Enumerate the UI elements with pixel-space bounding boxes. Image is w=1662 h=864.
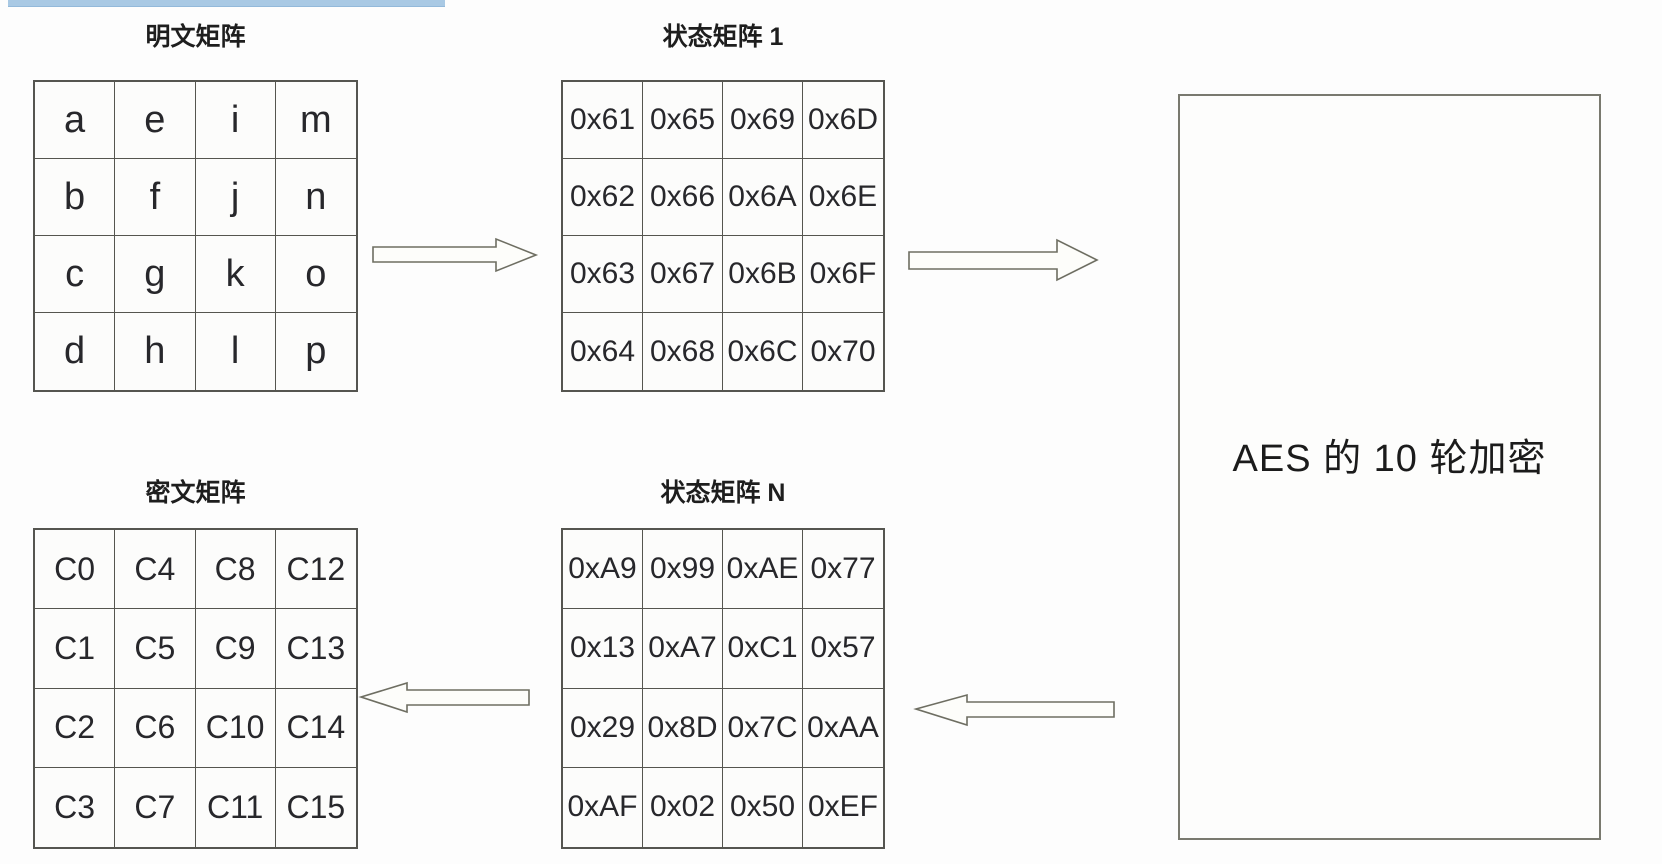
ciphertext-matrix: C0 C4 C8 C12 C1 C5 C9 C13 C2 C6 C10 C14 … <box>33 528 358 849</box>
matrix-cell: 0x68 <box>643 313 723 390</box>
matrix-cell: c <box>35 236 116 313</box>
arrow-plaintext-to-state1 <box>372 237 539 273</box>
matrix-cell: 0x29 <box>563 688 643 768</box>
ciphertext-matrix-title: 密文矩阵 <box>145 479 246 507</box>
matrix-cell: k <box>195 236 276 313</box>
matrix-cell: 0x6B <box>723 236 803 313</box>
matrix-cell: b <box>35 159 116 236</box>
matrix-cell: 0x6E <box>803 159 883 236</box>
matrix-cell: C7 <box>115 767 196 847</box>
plaintext-matrix: a e i m b f j n c g k o d h l p <box>33 80 358 392</box>
matrix-cell: 0x67 <box>643 236 723 313</box>
matrix-cell: 0x6F <box>803 236 883 313</box>
matrix-cell: 0x63 <box>563 236 643 313</box>
matrix-cell: l <box>196 313 276 390</box>
matrix-cell: o <box>275 236 356 313</box>
top-accent-line <box>8 0 445 7</box>
state-matrix-n: 0xA9 0x99 0xAE 0x77 0x13 0xA7 0xC1 0x57 … <box>561 528 885 849</box>
matrix-cell: C2 <box>35 688 116 768</box>
matrix-cell: 0x64 <box>563 313 643 390</box>
arrow-aes-to-state-n <box>913 693 1115 727</box>
matrix-cell: C15 <box>286 788 346 825</box>
matrix-cell: d <box>35 313 116 390</box>
matrix-cell: 0xA7 <box>643 609 723 689</box>
state-matrix-1: 0x61 0x65 0x69 0x6D 0x62 0x66 0x6A 0x6E … <box>561 80 885 392</box>
matrix-cell: 0xAE <box>723 530 803 610</box>
matrix-cell: C14 <box>275 689 356 768</box>
matrix-cell: C0 <box>35 530 116 610</box>
matrix-cell: 0x8D <box>643 688 723 768</box>
matrix-cell: m <box>275 82 356 159</box>
matrix-cell: 0x50 <box>723 767 803 847</box>
matrix-cell: C3 <box>35 767 116 847</box>
matrix-cell: 0x13 <box>563 609 643 689</box>
matrix-cell: 0x66 <box>643 159 723 236</box>
matrix-cell: C10 <box>195 688 276 768</box>
matrix-cell: C9 <box>195 609 276 689</box>
matrix-cell: 0x70 <box>810 334 876 368</box>
matrix-cell: 0x65 <box>643 82 723 159</box>
matrix-cell: 0xC1 <box>723 609 803 689</box>
matrix-cell: n <box>275 159 356 236</box>
matrix-cell: 0xEF <box>807 790 879 824</box>
matrix-cell: 0xA9 <box>563 530 643 610</box>
matrix-cell: C12 <box>275 530 356 610</box>
matrix-cell: g <box>115 236 196 313</box>
matrix-cell: 0x69 <box>723 82 803 159</box>
matrix-cell: C5 <box>115 609 196 689</box>
matrix-cell: 0x6C <box>723 313 803 390</box>
matrix-cell: 0xAA <box>803 689 883 768</box>
matrix-cell: a <box>35 82 116 159</box>
matrix-cell: 0x6A <box>723 159 803 236</box>
aes-rounds-box: AES 的 10 轮加密 <box>1178 94 1601 840</box>
matrix-cell: 0x6D <box>803 82 883 159</box>
arrow-state1-to-aes <box>908 238 1099 282</box>
matrix-cell: p <box>305 330 327 372</box>
aes-rounds-label: AES 的 10 轮加密 <box>1232 437 1547 480</box>
matrix-cell: 0x61 <box>563 82 643 159</box>
matrix-cell: 0x57 <box>803 609 883 689</box>
matrix-cell: 0x77 <box>803 530 883 610</box>
matrix-cell: 0x02 <box>643 767 723 847</box>
matrix-cell: f <box>115 159 196 236</box>
matrix-cell: C13 <box>275 609 356 689</box>
matrix-cell: C4 <box>115 530 196 610</box>
matrix-cell: 0x99 <box>643 530 723 610</box>
matrix-cell: e <box>115 82 196 159</box>
matrix-cell: 0x7C <box>723 688 803 768</box>
state-matrix-1-title: 状态矩阵 1 <box>662 23 784 51</box>
matrix-cell: C6 <box>115 688 196 768</box>
matrix-cell: C8 <box>195 530 276 610</box>
matrix-cell: h <box>115 313 196 390</box>
matrix-cell: C1 <box>35 609 116 689</box>
matrix-cell: j <box>195 159 276 236</box>
matrix-cell: 0xAF <box>563 767 643 847</box>
state-matrix-n-title: 状态矩阵 N <box>660 479 786 507</box>
matrix-cell: i <box>195 82 276 159</box>
arrow-state-n-to-ciphertext <box>358 681 530 714</box>
plaintext-matrix-title: 明文矩阵 <box>145 23 246 51</box>
matrix-cell: 0x62 <box>563 159 643 236</box>
matrix-cell: C11 <box>196 767 276 847</box>
